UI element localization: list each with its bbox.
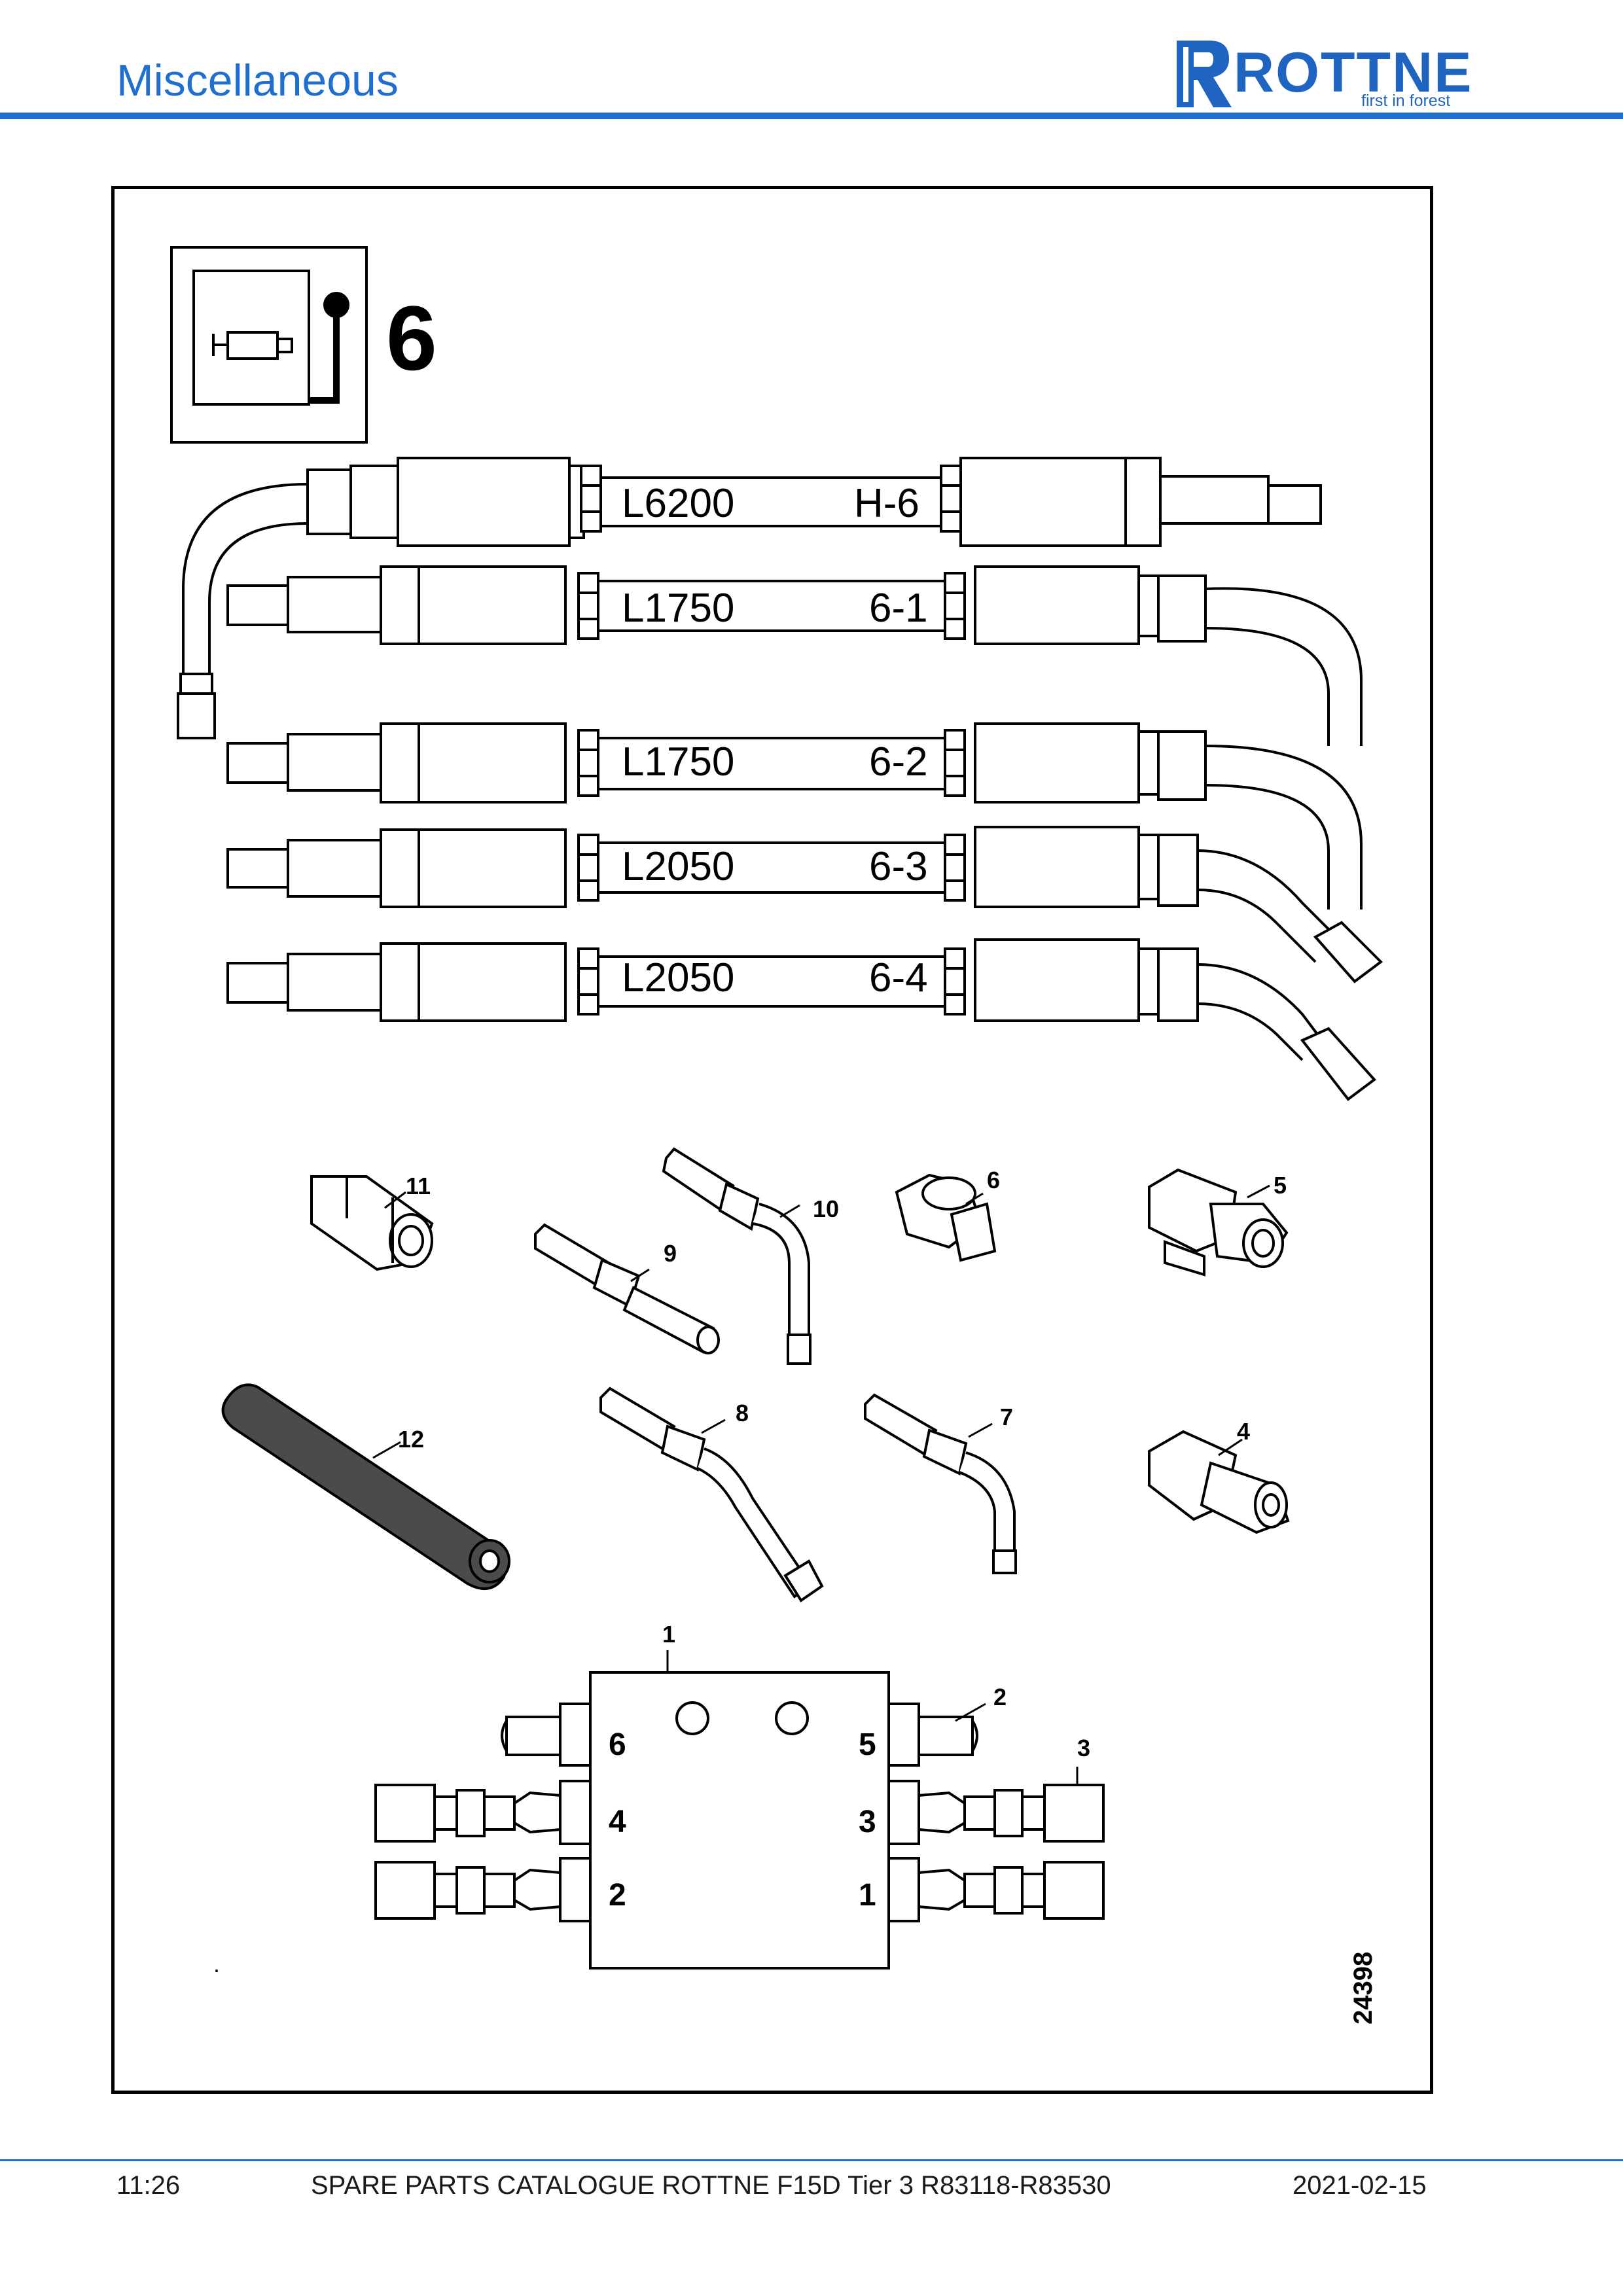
rottne-logo: ROTTNE first in forest (1171, 34, 1512, 111)
figure-number: 24398 (1349, 1952, 1378, 2024)
part-8-bent-nipple (599, 1386, 824, 1602)
part-7-elbow-nipple (864, 1393, 1017, 1574)
port-label-2: 2 (609, 1878, 626, 1913)
hose-6-2 (226, 722, 1363, 910)
callout-8: 8 (736, 1400, 749, 1426)
part-4-straight-fitting (1148, 1430, 1290, 1534)
callout-4: 4 (1237, 1418, 1250, 1445)
callout-12: 12 (398, 1426, 424, 1453)
hose-6-4 (226, 938, 1376, 1101)
callout-1: 1 (662, 1621, 675, 1648)
port-label-4: 4 (609, 1805, 626, 1839)
rottne-r-emblem-icon (1177, 41, 1232, 107)
hose-6-1 (226, 565, 1363, 746)
publish-date: 2021-02-15 (1293, 2171, 1427, 2200)
figure-frame (111, 186, 1433, 2094)
callout-2: 2 (993, 1684, 1007, 1710)
hose-id-label: H-6 (854, 481, 919, 526)
hose-id-label: 6-2 (869, 739, 928, 785)
callout-3: 3 (1077, 1735, 1090, 1761)
page-title: Miscellaneous (116, 56, 399, 105)
hose-length-label: L2050 (622, 955, 734, 1000)
callout-9: 9 (664, 1240, 677, 1267)
stray-dot: . (213, 1951, 220, 1977)
hose-length-label: L1750 (622, 739, 734, 785)
page-number: 11:26 (116, 2171, 181, 2200)
part-1-distribution-block (374, 1650, 1105, 1969)
hose-6-3 (226, 826, 1383, 983)
footer-divider (0, 2159, 1623, 2161)
header-divider (0, 113, 1623, 119)
logo-tagline: first in forest (1361, 92, 1451, 110)
hose-h6 (177, 457, 1322, 739)
port-label-5: 5 (859, 1727, 876, 1762)
part-9-straight-nipple (534, 1223, 720, 1354)
part-11-adapter (310, 1175, 434, 1271)
catalogue-title: SPARE PARTS CATALOGUE ROTTNE F15D Tier 3… (311, 2171, 1111, 2200)
group-number: 6 (386, 287, 437, 389)
callout-10: 10 (813, 1195, 839, 1222)
hose-id-label: 6-1 (869, 586, 928, 631)
hose-id-label: 6-4 (869, 955, 928, 1000)
port-label-6: 6 (609, 1727, 626, 1762)
hose-length-label: L6200 (622, 481, 734, 526)
logo-wordmark: ROTTNE (1234, 41, 1473, 104)
port-label-1: 1 (859, 1878, 876, 1913)
part-12-sleeve (221, 1383, 510, 1590)
callout-11: 11 (406, 1173, 431, 1199)
hose-length-label: L2050 (622, 844, 734, 889)
part-5-elbow-fitting (1148, 1168, 1289, 1277)
group-symbol (170, 246, 368, 444)
port-label-3: 3 (859, 1805, 876, 1839)
callout-6: 6 (987, 1167, 1000, 1193)
callout-7: 7 (1000, 1404, 1013, 1430)
callout-5: 5 (1274, 1172, 1287, 1199)
hose-id-label: 6-3 (869, 844, 928, 889)
hose-length-label: L1750 (622, 586, 734, 631)
part-6-reducer (895, 1173, 997, 1262)
part-10-elbow-nipple (662, 1147, 812, 1365)
